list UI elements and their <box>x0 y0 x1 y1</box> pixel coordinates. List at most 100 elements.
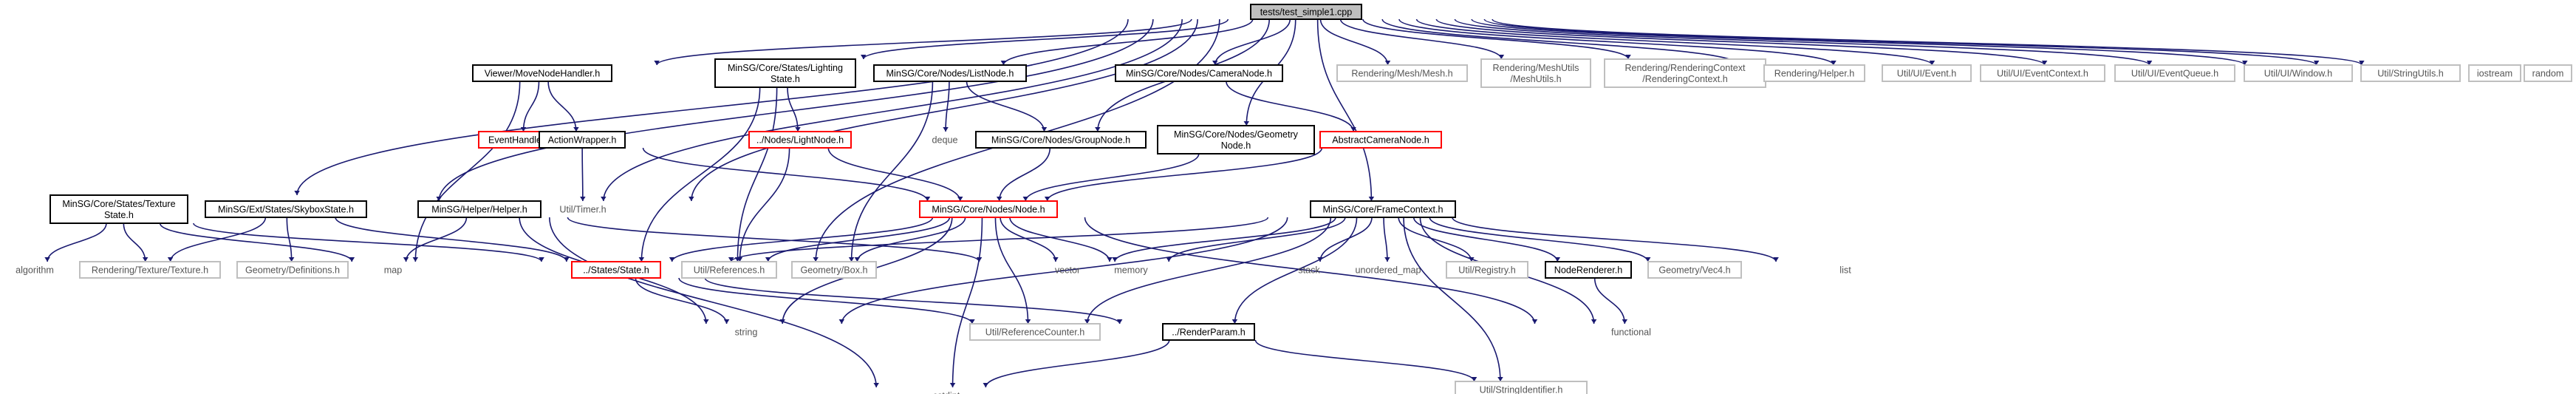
node-cameranode[interactable]: MinSG/Core/Nodes/CameraNode.h <box>1115 64 1283 82</box>
node-renderingcontext-label: Rendering/RenderingContext <box>1624 63 1746 73</box>
node-cameranode-box <box>1115 64 1283 82</box>
arrowhead-framecontext-to-renderparam <box>1231 319 1238 324</box>
node-map[interactable]: map <box>378 262 408 278</box>
node-groupnode-box <box>975 131 1147 149</box>
node-references-label: Util/References.h <box>694 265 765 276</box>
node-cameranode-label: MinSG/Core/Nodes/CameraNode.h <box>1126 69 1272 79</box>
node-uiwindow[interactable]: Util/UI/Window.h <box>2244 64 2353 82</box>
edge-framecontext-to-list <box>1452 217 1777 262</box>
dependency-edges <box>44 18 2365 388</box>
edge-helper-to-vector <box>567 217 980 262</box>
node-references[interactable]: Util/References.h <box>681 261 777 279</box>
node-uieventcontext-label: Util/UI/EventContext.h <box>1997 69 2088 79</box>
edge-root-to-meshutils <box>1339 18 1503 60</box>
arrowhead-helper-to-string <box>703 319 709 324</box>
node-cstdint-label: cstdint <box>933 391 960 394</box>
node-listnode[interactable]: MinSG/Core/Nodes/ListNode.h <box>873 64 1027 82</box>
node-root-label: tests/test_simple1.cpp <box>1260 7 1353 18</box>
node-algorithm-label: algorithm <box>16 265 54 276</box>
node-list[interactable]: list <box>1829 262 1862 278</box>
node-renderparam-label: ../RenderParam.h <box>1172 327 1245 338</box>
arrowhead-node-to-references <box>765 257 771 262</box>
edge-texturestate-to-state <box>193 223 542 262</box>
node-viewer_mnh[interactable]: Viewer/MoveNodeHandler.h <box>472 64 612 82</box>
node-meshutils[interactable]: Rendering/MeshUtils/MeshUtils.h <box>1480 58 1591 88</box>
node-references-box <box>681 261 777 279</box>
node-skybox[interactable]: MinSG/Ext/States/SkyboxState.h <box>205 200 367 218</box>
arrowhead-listnode-to-deque <box>943 127 949 132</box>
node-framecontext[interactable]: MinSG/Core/FrameContext.h <box>1310 200 1456 218</box>
node-definitions[interactable]: Geometry/Definitions.h <box>236 261 349 279</box>
node-string[interactable]: string <box>725 324 768 340</box>
node-list-label: list <box>1839 265 1851 276</box>
arrowhead-root-to-viewer_mnh <box>654 61 660 65</box>
node-cstdint[interactable]: cstdint <box>923 387 970 394</box>
node-listnode-box <box>873 64 1027 82</box>
node-box[interactable]: Geometry/Box.h <box>791 261 877 279</box>
edge-actionwrapper-to-timer <box>581 147 584 202</box>
node-actionwrapper[interactable]: ActionWrapper.h <box>539 131 626 149</box>
node-meshutils-label: Rendering/MeshUtils <box>1493 63 1579 73</box>
node-uievent[interactable]: Util/UI/Event.h <box>1882 64 1972 82</box>
node-uieventqueue-box <box>2114 64 2235 82</box>
node-helper[interactable]: MinSG/Helper/Helper.h <box>417 200 541 218</box>
arrowhead-renderparam-to-cstdint <box>983 383 988 387</box>
node-uieventqueue[interactable]: Util/UI/EventQueue.h <box>2114 64 2235 82</box>
node-stringutils-box <box>2360 64 2461 82</box>
node-timer[interactable]: Util/Timer.h <box>550 201 616 217</box>
node-random[interactable]: random <box>2524 64 2572 82</box>
edge-lighting-to-lightnode <box>787 86 799 132</box>
node-random-label: random <box>2532 69 2564 79</box>
node-groupnode[interactable]: MinSG/Core/Nodes/GroupNode.h <box>975 131 1147 149</box>
arrowhead-node-to-vector <box>1053 257 1059 262</box>
node-stack[interactable]: stack <box>1290 262 1328 278</box>
node-vec4[interactable]: Geometry/Vec4.h <box>1647 261 1742 279</box>
node-texture[interactable]: Rendering/Texture/Texture.h <box>79 261 221 279</box>
node-deque[interactable]: deque <box>924 132 966 148</box>
node-geometrynode-box <box>1157 125 1315 154</box>
arrowhead-root-to-texturestate <box>294 191 300 195</box>
node-mesh[interactable]: Rendering/Mesh/Mesh.h <box>1336 64 1468 82</box>
node-uievent-box <box>1882 64 1972 82</box>
arrowhead-root-to-listnode <box>1000 61 1007 65</box>
edge-renderparam-to-stringidentifier <box>1254 339 1475 382</box>
node-vec4-label: Geometry/Vec4.h <box>1658 265 1730 276</box>
node-algorithm[interactable]: algorithm <box>4 262 65 278</box>
node-rhelper[interactable]: Rendering/Helper.h <box>1763 64 1865 82</box>
node-lighting-label: State.h <box>771 74 800 84</box>
node-memory-label: memory <box>1114 265 1148 276</box>
node-unordered_map[interactable]: unordered_map <box>1347 262 1429 278</box>
arrowhead-cameranode-to-abstractcamera <box>1350 127 1356 132</box>
node-iostream[interactable]: iostream <box>2468 64 2521 82</box>
node-renderparam[interactable]: ../RenderParam.h <box>1162 323 1255 341</box>
node-refcounter[interactable]: Util/ReferenceCounter.h <box>969 323 1101 341</box>
node-state[interactable]: ../States/State.h <box>571 261 661 279</box>
node-abstractcamera[interactable]: AbstractCameraNode.h <box>1319 131 1442 149</box>
node-memory[interactable]: memory <box>1104 262 1158 278</box>
node-stringidentifier[interactable]: Util/StringIdentifier.h <box>1455 381 1588 394</box>
node-state-label: ../States/State.h <box>583 265 649 276</box>
arrowhead-node-to-state <box>669 257 675 262</box>
node-uieventcontext[interactable]: Util/UI/EventContext.h <box>1980 64 2105 82</box>
node-noderenderer[interactable]: NodeRenderer.h <box>1545 261 1632 279</box>
edge-lighting-to-state <box>640 86 761 262</box>
node-node[interactable]: MinSG/Core/Nodes/Node.h <box>919 200 1058 218</box>
edge-state-to-renderparam <box>704 277 1121 325</box>
node-box-box <box>791 261 877 279</box>
node-registry[interactable]: Util/Registry.h <box>1446 261 1528 279</box>
node-root[interactable]: tests/test_simple1.cpp <box>1250 4 1362 20</box>
node-stringutils[interactable]: Util/StringUtils.h <box>2360 64 2461 82</box>
arrowhead-texturestate-to-map <box>349 257 355 262</box>
node-lightnode[interactable]: ../Nodes/LightNode.h <box>748 131 852 149</box>
node-refcounter-label: Util/ReferenceCounter.h <box>985 327 1084 338</box>
arrowhead-framecontext-to-refcounter <box>1084 319 1090 324</box>
node-functional[interactable]: functional <box>1598 324 1664 340</box>
node-actionwrapper-label: ActionWrapper.h <box>548 135 617 146</box>
node-node-box <box>919 200 1058 218</box>
node-renderingcontext[interactable]: Rendering/RenderingContext/RenderingCont… <box>1604 58 1766 88</box>
node-vector[interactable]: vector <box>1043 262 1092 278</box>
edge-framecontext-to-refcounter <box>1086 217 1332 325</box>
